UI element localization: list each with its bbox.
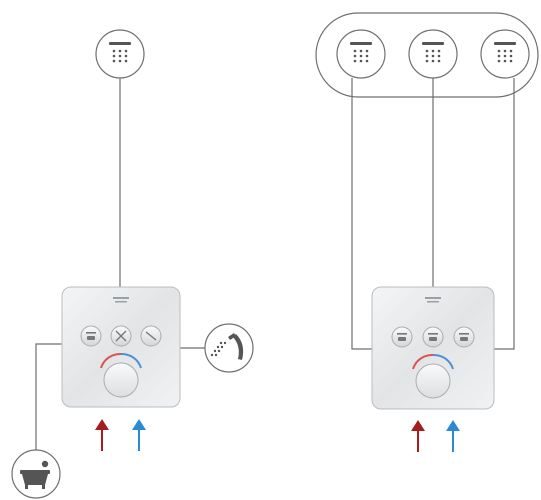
overhead-shower-icon	[86, 332, 96, 340]
outlet-circle	[336, 29, 386, 79]
panel-button-body-shower[interactable]	[110, 325, 132, 347]
overhead-shower-icon	[422, 42, 444, 63]
left-connection-lines	[35, 78, 205, 451]
right-connection-lines	[351, 78, 515, 350]
outlet-circle	[480, 29, 530, 79]
cold-water-arrow	[132, 419, 146, 451]
hand-shower-outlet	[204, 323, 254, 373]
outlet-circle	[204, 323, 254, 373]
line-to-bath-spout	[35, 343, 63, 451]
left-configuration	[11, 29, 254, 499]
overhead-shower-icon	[459, 333, 469, 341]
overhead-shower-outlet	[95, 29, 145, 79]
overhead-shower-icon	[350, 42, 372, 63]
hot-water-arrow	[411, 420, 425, 452]
temperature-indicator	[100, 352, 142, 369]
hand-shower-icon	[210, 333, 244, 360]
panel-button-overhead-1[interactable]	[391, 326, 413, 348]
overhead-shower-outlet	[336, 29, 386, 79]
overhead-shower-icon	[428, 333, 438, 341]
overhead-shower-outlet	[480, 29, 530, 79]
left-control-panel	[61, 286, 181, 408]
right-configuration	[315, 12, 539, 452]
right-supply-arrows	[411, 420, 460, 452]
overhead-shower-icon	[494, 42, 516, 63]
brand-logo-icon	[425, 297, 441, 303]
outlet-circle	[408, 29, 458, 79]
line-to-overhead-shower-1	[351, 78, 372, 350]
panel-button-overhead-2[interactable]	[422, 326, 444, 348]
outlet-circle	[95, 29, 145, 79]
line-to-overhead-shower-3	[494, 78, 515, 350]
thermostat-knob[interactable]	[103, 362, 139, 398]
panel-button-overhead-3[interactable]	[453, 326, 475, 348]
cold-water-arrow	[446, 420, 460, 452]
left-supply-arrows	[95, 419, 146, 451]
right-control-panel	[371, 286, 495, 410]
bath-spout-outlet	[11, 449, 61, 499]
overhead-shower-icon	[397, 333, 407, 341]
panel-button-overhead[interactable]	[80, 325, 102, 347]
brand-logo-icon	[113, 297, 129, 303]
body-shower-icon	[115, 330, 127, 342]
overhead-shower-outlet	[408, 29, 458, 79]
temperature-indicator	[412, 353, 454, 370]
panel-button-hand-shower[interactable]	[140, 325, 162, 347]
hand-shower-icon	[145, 331, 157, 341]
hot-water-arrow	[95, 419, 109, 451]
bathtub-icon	[20, 460, 50, 489]
thermostat-knob[interactable]	[415, 363, 451, 399]
panel-plate	[61, 286, 181, 408]
overhead-shower-icon	[109, 42, 131, 63]
panel-plate	[371, 286, 495, 410]
